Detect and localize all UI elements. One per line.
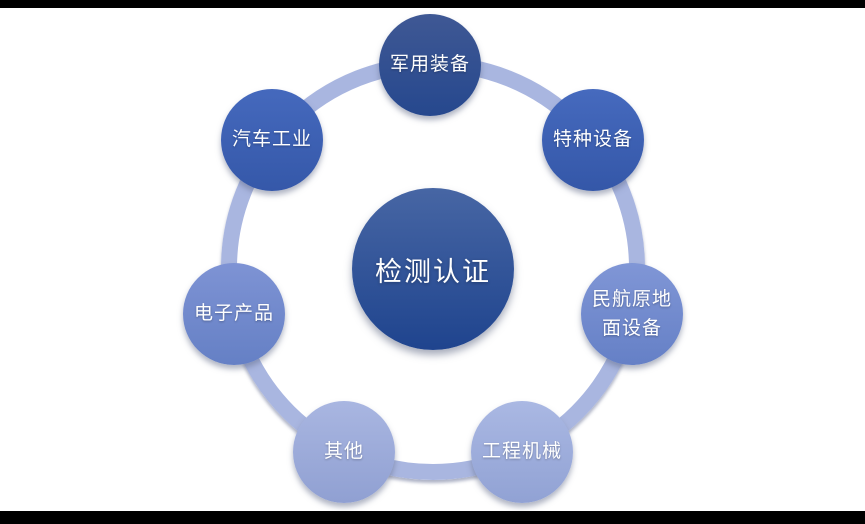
node-label: 工程机械 (481, 441, 562, 463)
node-automotive-industry: 汽车工业 (221, 89, 323, 191)
node-label: 汽车工业 (231, 129, 312, 151)
node-construction-machinery: 工程机械 (471, 401, 573, 503)
node-electronic-products: 电子产品 (183, 263, 285, 365)
letterbox-top-bar (0, 0, 865, 8)
node-label: 其他 (323, 441, 364, 463)
node-label: 特种设备 (552, 129, 633, 151)
center-label: 检测认证 (375, 256, 491, 287)
node-military-equipment: 军用装备 (379, 14, 481, 116)
letterbox-bottom-bar (0, 511, 865, 524)
node-special-equipment: 特种设备 (542, 89, 644, 191)
node-others: 其他 (293, 401, 395, 503)
node-civil-aviation-ground-equipment: 民航原地面设备 (581, 263, 683, 365)
node-center-testing-certification: 检测认证 (352, 188, 514, 350)
node-label: 电子产品 (193, 303, 274, 325)
node-label: 军用装备 (389, 54, 470, 76)
node-label: 民航原地面设备 (591, 288, 672, 339)
